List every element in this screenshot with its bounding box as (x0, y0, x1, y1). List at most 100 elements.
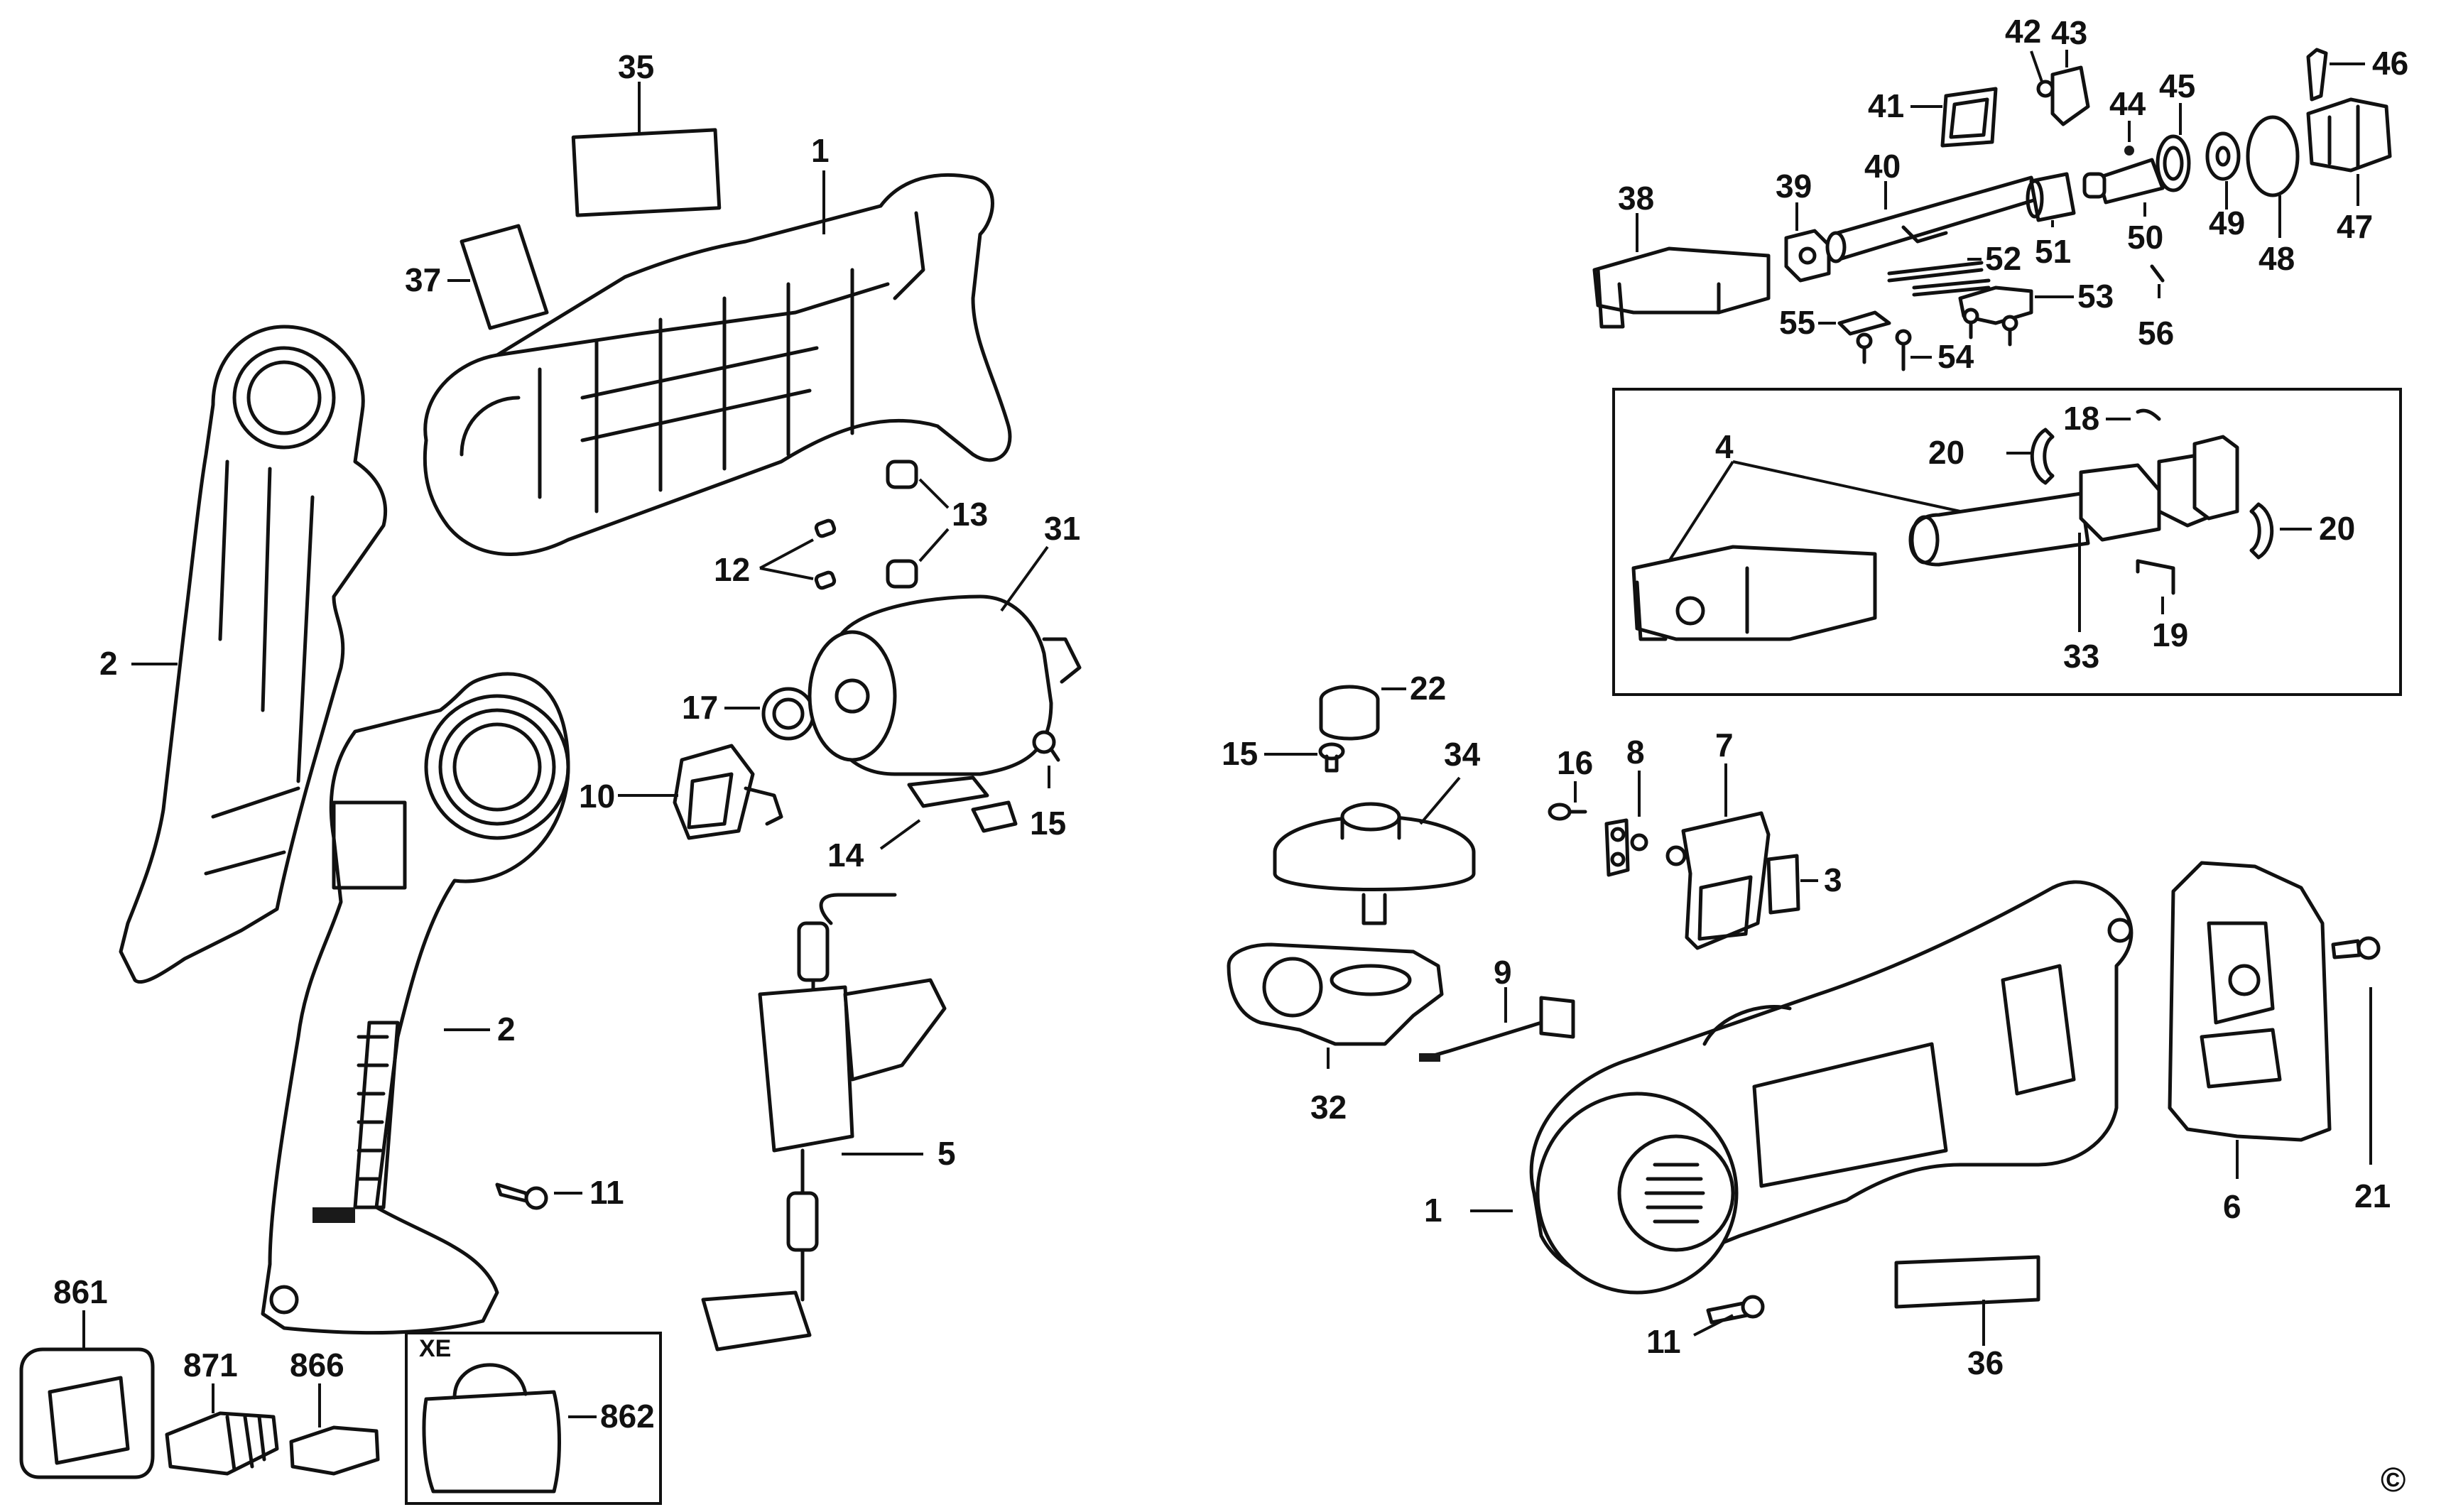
part-32-gear-housing (1227, 942, 1444, 1069)
label-40: 40 (1864, 148, 1901, 185)
part-49-washer (2205, 131, 2241, 210)
label-20-a: 20 (1928, 434, 1964, 471)
part-44-small-ball (2124, 121, 2134, 156)
part-10-switch-actuator (618, 744, 783, 840)
label-1-bottom: 1 (1424, 1192, 1442, 1229)
part-14-connector (879, 776, 1018, 850)
part-18-clip (2106, 408, 2161, 421)
label-46: 46 (2372, 45, 2408, 82)
label-18: 18 (2063, 400, 2099, 437)
part-11-screw-right (1693, 1295, 1765, 1337)
label-55: 55 (1779, 304, 1815, 341)
part-40-plunger-tube (1825, 175, 2040, 263)
part-39-block (1784, 202, 1831, 283)
part-15-screw-motor (1032, 730, 1060, 788)
label-38: 38 (1618, 180, 1654, 217)
label-4: 4 (1715, 428, 1734, 465)
label-51: 51 (2035, 233, 2071, 270)
label-42: 42 (2005, 13, 2041, 50)
label-37: 37 (405, 261, 441, 298)
part-51-bushing (2026, 172, 2076, 227)
label-2-mid: 2 (497, 1011, 516, 1048)
part-2-housing-half-handle (261, 672, 570, 1335)
part-43-latch (2050, 50, 2090, 126)
part-13-bushings (886, 459, 950, 589)
part-4-clamp-assembly (1631, 435, 2239, 641)
label-54: 54 (1937, 338, 1974, 375)
label-20-b: 20 (2319, 510, 2355, 547)
part-56-pin (2150, 264, 2165, 298)
part-42-ball (2030, 50, 2055, 98)
part-7-cover (1665, 763, 1771, 950)
label-12: 12 (714, 551, 750, 588)
part-35-label-plate (571, 82, 722, 217)
part-50-plunger-end (2082, 158, 2165, 217)
part-17-washer (724, 687, 815, 741)
part-55-bracket (1818, 310, 1891, 364)
label-39: 39 (1776, 168, 1812, 205)
part-37-label-plate (447, 224, 549, 330)
label-52: 52 (1985, 240, 2021, 277)
label-11-left: 11 (589, 1174, 624, 1211)
label-10: 10 (579, 778, 615, 815)
label-31: 31 (1044, 510, 1080, 547)
label-15-b: 15 (1222, 735, 1258, 772)
accessory-862-bag-box (405, 1332, 662, 1505)
label-50: 50 (2127, 219, 2163, 256)
part-1-assembled-tool (1470, 880, 2134, 1295)
part-21-screw (2331, 936, 2381, 1165)
label-xe: XE (419, 1335, 451, 1362)
part-48-spring (2246, 115, 2300, 238)
label-34: 34 (1444, 736, 1481, 773)
label-45: 45 (2159, 67, 2195, 104)
part-12-pins (759, 518, 837, 590)
label-56: 56 (2138, 315, 2174, 352)
label-5: 5 (937, 1135, 956, 1172)
label-43: 43 (2051, 14, 2087, 51)
label-47: 47 (2337, 208, 2373, 245)
label-861: 861 (53, 1273, 108, 1310)
label-22: 22 (1410, 670, 1446, 707)
label-9: 9 (1494, 954, 1512, 991)
label-3: 3 (1824, 861, 1842, 898)
label-53: 53 (2077, 278, 2114, 315)
label-866: 866 (290, 1347, 344, 1383)
part-19-key (2136, 559, 2175, 614)
part-11-screw-left (495, 1182, 582, 1210)
label-6: 6 (2223, 1188, 2241, 1225)
label-2-left: 2 (99, 645, 118, 682)
part-34-gear-wheel (1273, 776, 1476, 925)
label-871: 871 (183, 1347, 238, 1383)
part-31-motor (808, 545, 1082, 776)
subassembly-box (1612, 388, 2402, 696)
label-17: 17 (682, 689, 718, 726)
label-13: 13 (952, 496, 988, 533)
label-49: 49 (2209, 205, 2245, 241)
part-38-clamp-housing (1592, 213, 1771, 329)
label-44: 44 (2109, 85, 2146, 122)
label-1-top: 1 (811, 132, 830, 169)
copyright-mark: © (2381, 1462, 2406, 1499)
part-22-bearing (1319, 685, 1406, 741)
label-32: 32 (1310, 1089, 1347, 1126)
accessory-871-charger (165, 1383, 279, 1476)
label-33: 33 (2063, 638, 2099, 675)
part-47-clamp-lever (2306, 97, 2392, 206)
label-16: 16 (1557, 744, 1593, 781)
accessory-861-case (19, 1310, 155, 1479)
part-41-frame (1910, 87, 1998, 148)
part-6-shoe (2168, 861, 2332, 1179)
part-1-housing-half-top (423, 170, 1012, 556)
accessory-866-battery (289, 1383, 380, 1476)
part-9-cable (1419, 987, 1575, 1062)
part-5-switch-assembly (701, 893, 947, 1351)
part-45-ring (2156, 103, 2191, 192)
label-21: 21 (2354, 1177, 2391, 1214)
part-20-clips (2006, 428, 2312, 560)
label-35: 35 (618, 48, 654, 85)
part-36-label-plate (1894, 1255, 2040, 1346)
label-41: 41 (1868, 87, 1904, 124)
part-54-screws (1895, 308, 2018, 371)
label-14: 14 (827, 837, 864, 874)
